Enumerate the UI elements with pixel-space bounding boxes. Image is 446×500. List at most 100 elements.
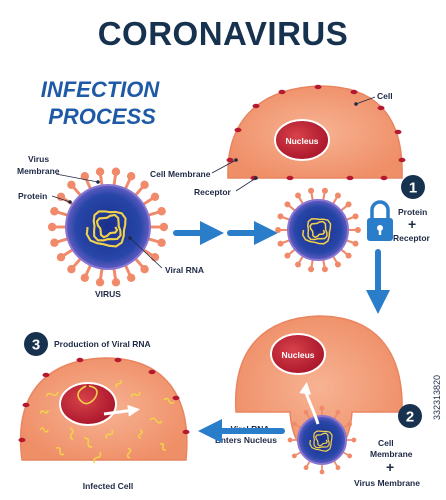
spike-protein-tip [277,240,284,247]
infected-cell [18,357,190,464]
viral-rna-fragment [126,447,132,459]
lock-icon [367,200,393,241]
viral-rna-fragment [163,397,175,405]
label-virus-membrane-2: Membrane [17,166,60,176]
viral-rna-fragment [130,391,141,398]
pointer-dot [96,180,100,184]
receptor [148,369,156,375]
spike-protein-tip [347,453,353,459]
receptor [398,157,406,163]
label-receptor: Receptor [194,187,232,197]
receptor [377,105,385,111]
label-nucleus-mid: Nucleus [281,350,314,360]
spike-protein-tip [80,171,89,181]
spike-protein-tip [50,207,59,216]
pointer-cell-membrane [211,159,237,174]
label-cell-membrane: Cell Membrane [150,169,211,179]
spike-protein-tip [150,253,160,262]
step-2-badge [398,404,422,428]
spike-protein-tip [140,265,149,274]
label-nucleus-top: Nucleus [285,136,318,146]
step-3-badge [24,332,48,356]
receptor [286,175,294,181]
label-viral-rna: Viral RNA [165,265,204,275]
spike-protein-tip [50,238,59,247]
step-1-number: 1 [409,180,417,197]
step-3-number: 3 [32,337,40,354]
watermark-id: 332313820 [432,375,442,420]
spike-protein-tip [56,253,66,262]
page-title: CORONAVIRUS [98,15,349,52]
receptor [22,402,30,408]
receptor [234,127,242,133]
spike-protein-tip [295,192,302,199]
receptor [394,129,402,135]
spike-protein-tip [127,171,136,181]
spike-protein-tip [321,266,328,273]
label-infected-cell: Infected Cell [83,481,134,491]
receptor [252,103,260,109]
spike-protein-tip [335,465,341,471]
spike-protein-tip [291,421,297,427]
label-viral-rna-enters-2: Enters Nucleus [215,435,277,445]
spike-protein-tip [56,192,66,201]
viral-rna-fragment [46,391,59,397]
virus-membrane [287,199,349,261]
step-3-label: Production of Viral RNA [54,339,151,349]
spike-protein-tip [159,222,169,232]
step-1-badge [401,175,425,199]
receptor [314,84,322,90]
pointer-dot [68,200,72,204]
spike-protein-tip [308,187,315,194]
rna-entry-arrow [299,382,320,425]
spike-protein-tip [127,273,136,283]
pointer-virus-membrane [55,173,99,183]
viral-rna-fragment [115,379,122,389]
viral-rna-fragment [55,446,65,456]
spike-protein-tip [334,261,341,268]
spike-protein-tip [303,465,309,471]
spike-protein-tip [319,469,325,475]
viral-rna-strand [85,210,127,248]
pointer-dot [128,236,132,240]
viral-rna-fragment [159,442,167,451]
label-virus: VIRUS [95,289,121,299]
cell-top [226,84,406,181]
receptor [278,89,286,95]
step-1-plus: + [408,216,416,232]
spike-protein-tip [95,167,105,176]
viral-rna-fragment [93,451,102,464]
pointer-dot [254,176,258,180]
spike-protein-tip [345,201,352,208]
virus-membrane [65,184,151,270]
pointer-viral-rna [129,237,163,269]
spike-protein-tip [291,453,297,459]
spike-protein-tip [277,213,284,220]
spike-protein-tip [80,273,89,283]
spike-protein-tip [345,252,352,259]
subtitle-line-1: INFECTION [41,77,161,102]
step-2-line-1: Cell [378,438,394,448]
spike-protein-tip [284,201,291,208]
spike-protein-tip [67,180,76,189]
step-2-line-1b: Membrane [370,449,413,459]
viral-rna-fragment [83,437,93,448]
spike-protein-tip [352,213,359,220]
spike-protein-tip [150,192,160,201]
viral-rna-fragment [137,429,143,439]
spike-protein-tip [95,278,105,287]
pointer-receptor [235,177,257,192]
spike-protein-tip [275,227,282,233]
pointer-cell [355,96,376,105]
spike-protein-tip [157,238,166,247]
viral-rna-fragment [40,409,49,414]
virus-docking [275,187,361,273]
step-1-line-2: Receptor [393,233,431,243]
receptor [114,357,122,363]
viral-rna-fragment [39,427,49,433]
spike-protein-tip [295,261,302,268]
receptor [182,429,190,435]
pointer-dot [234,158,238,162]
spike-protein-tip [111,278,121,287]
